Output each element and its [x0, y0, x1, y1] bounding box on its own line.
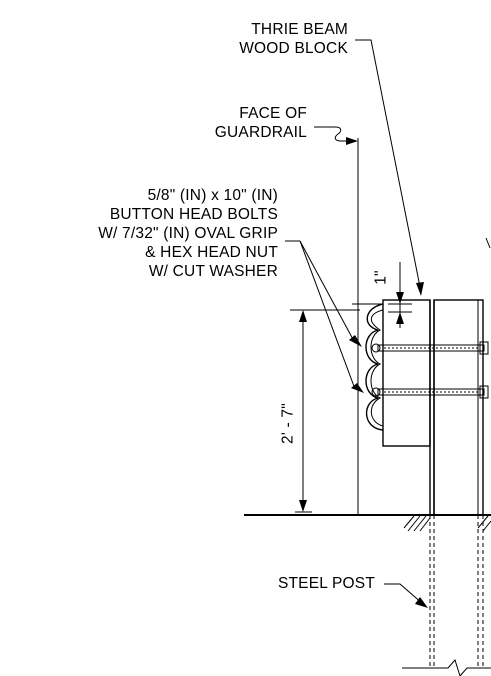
label-thrie-beam-wood-block: THRIE BEAM WOOD BLOCK: [168, 20, 348, 58]
leader-face-guardrail-arrow: [346, 137, 358, 145]
label-line: 5/8" (IN) x 10" (IN): [147, 187, 278, 204]
thrie-beam-inner: [370, 309, 384, 427]
label-line: WOOD BLOCK: [239, 40, 348, 57]
height-dim-arrow-top: [299, 310, 307, 322]
label-button-head-bolts: 5/8" (IN) x 10" (IN) BUTTON HEAD BOLTS W…: [20, 186, 278, 281]
leader-thrie-beam-arrow: [416, 282, 424, 296]
label-steel-post: STEEL POST: [277, 575, 375, 592]
label-line: GUARDRAIL: [214, 124, 307, 141]
label-line: THRIE BEAM: [251, 21, 348, 38]
dim-height-label: 2' - 7": [279, 403, 297, 444]
label-face-of-guardrail: FACE OF GUARDRAIL: [150, 104, 307, 142]
break-line: [402, 658, 491, 676]
dim-offset-label: 1": [372, 270, 390, 285]
offset-dim-arrow-bottom: [396, 312, 404, 324]
label-line: BUTTON HEAD BOLTS: [109, 206, 278, 223]
wood-block: [382, 299, 431, 447]
leader-bolts-lower-arrow: [351, 383, 364, 393]
cropped-mark: [485, 237, 491, 249]
leader-steel-post-arrow: [415, 597, 428, 608]
leader-face-guardrail: [314, 126, 354, 142]
bolt-upper: [371, 341, 489, 355]
label-line: & HEX HEAD NUT: [145, 244, 278, 261]
label-line: W/ 7/32" (IN) OVAL GRIP: [98, 225, 278, 242]
leader-thrie-beam: [355, 39, 422, 293]
ground-hatch: [403, 515, 491, 532]
leader-bolts-upper: [299, 240, 356, 344]
label-line: FACE OF: [239, 105, 307, 122]
leader-bolts-upper-arrow: [349, 335, 362, 347]
label-line: W/ CUT WASHER: [148, 263, 278, 280]
thrie-beam: [365, 303, 384, 431]
steel-post-flange: [433, 299, 484, 516]
leader-steel-post: [384, 583, 424, 605]
height-dim-arrow-bottom: [299, 500, 307, 512]
offset-dim-arrow-top: [396, 292, 404, 304]
leader-bolts-lower: [299, 240, 356, 390]
bolt-lower: [371, 385, 489, 399]
